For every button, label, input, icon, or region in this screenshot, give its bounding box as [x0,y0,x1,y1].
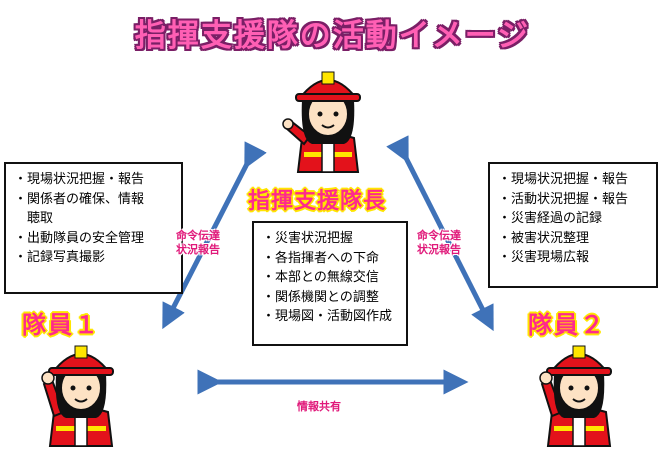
duty-item: ・災害状況把握 [262,231,354,246]
bottom-arrow-label: 情報共有 [297,400,341,413]
leader-figure [282,71,361,173]
duty-item: ・出動隊員の安全管理 [14,230,145,246]
duty-item: ・現場図・活動図作成 [262,309,393,324]
duty-item: ・本部との無線交信 [262,270,379,285]
member2-duties-box: ・現場状況把握・報告 ・活動状況把握・報告 ・災害経過の記録 ・被害状況整理 ・… [488,162,658,288]
right-arrow-label-line2: 状況報告 [417,243,461,256]
duty-item: ・現場状況把握・報告 [498,172,629,187]
right-arrow-label: 命令伝達 状況報告 [417,229,461,257]
duty-item: ・関係者の確保、情報 [14,191,145,207]
arrow-leader-member2 [386,135,494,332]
left-arrow-label: 命令伝達 状況報告 [176,229,220,257]
member2-figure [539,345,612,447]
leader-role-label: 指揮支援隊長 [248,189,387,214]
duty-item: 聴取 [14,211,54,226]
duty-item: ・活動状況把握・報告 [498,191,629,207]
diagram-title: 指揮支援隊の活動イメージ [134,18,531,54]
member1-figure [41,345,114,447]
duty-item: ・各指揮者への下命 [262,250,380,266]
duty-item: ・災害経過の記録 [498,211,603,226]
member2-role-label: 隊員２ [528,311,606,339]
member1-role-label: 隊員１ [22,311,100,339]
member1-duties-box: ・現場状況把握・報告 ・関係者の確保、情報 聴取 ・出動隊員の安全管理 ・記録写… [4,162,183,294]
duty-item: ・現場状況把握・報告 [14,172,145,187]
left-arrow-label-line2: 状況報告 [176,243,220,256]
duty-item: ・関係機関との調整 [262,289,379,305]
left-arrow-label-line1: 命令伝達 [176,229,220,242]
duty-item: ・記録写真撮影 [14,250,106,265]
duty-item: ・災害現場広報 [498,250,590,265]
right-arrow-label-line1: 命令伝達 [417,229,461,242]
leader-duties-box: ・災害状況把握 ・各指揮者への下命 ・本部との無線交信 ・関係機関との調整 ・現… [252,221,408,346]
duty-item: ・被害状況整理 [498,230,590,246]
